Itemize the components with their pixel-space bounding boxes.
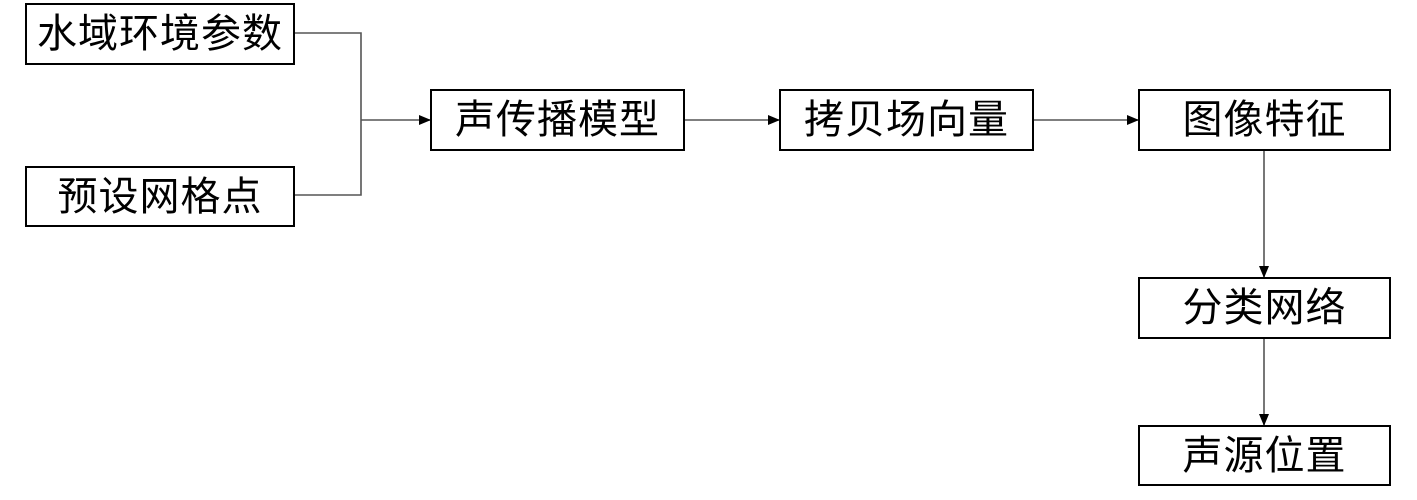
node-source-position: 声源位置 <box>1138 425 1391 486</box>
node-propagation-model-label: 声传播模型 <box>455 97 660 143</box>
node-water-env: 水域环境参数 <box>25 3 295 65</box>
node-source-position-label: 声源位置 <box>1182 432 1347 479</box>
edge-water-env-to-junction <box>294 32 362 120</box>
edge-grid-points-to-junction <box>294 120 362 196</box>
node-grid-points: 预设网格点 <box>25 166 295 227</box>
node-water-env-label: 水域环境参数 <box>37 11 283 57</box>
node-image-features: 图像特征 <box>1138 89 1391 151</box>
node-replica-vector-label: 拷贝场向量 <box>804 97 1009 143</box>
node-replica-vector: 拷贝场向量 <box>779 89 1034 151</box>
node-classification-net: 分类网络 <box>1138 277 1391 339</box>
node-grid-points-label: 预设网格点 <box>57 173 263 220</box>
node-propagation-model: 声传播模型 <box>430 89 685 151</box>
node-image-features-label: 图像特征 <box>1182 97 1347 143</box>
node-classification-net-label: 分类网络 <box>1182 285 1347 331</box>
